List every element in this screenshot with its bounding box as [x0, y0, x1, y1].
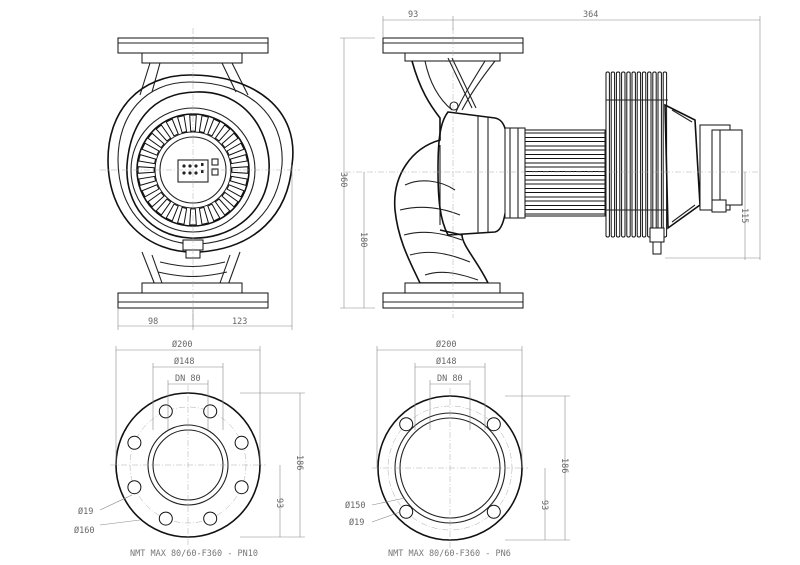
cooling-fin — [641, 71, 647, 238]
cooling-fin — [652, 71, 657, 238]
flange-pn10-view: Ø200 Ø148 DN 80 186 93 Ø19 Ø160 NMT MAX … — [74, 339, 305, 559]
pn6-dim-nominal: DN 80 — [437, 374, 463, 384]
front-fin — [231, 166, 249, 174]
front-fin — [207, 118, 221, 137]
front-fin — [226, 184, 245, 198]
front-fin — [226, 142, 245, 156]
front-fin — [165, 118, 179, 137]
bolt-hole — [158, 404, 173, 419]
front-fin — [176, 115, 188, 134]
pn10-dim-pitch: Ø160 — [74, 525, 94, 536]
bolt-hole — [203, 511, 218, 526]
side-cooling-fins — [605, 71, 668, 238]
front-fin — [214, 124, 231, 142]
side-motor-can — [437, 111, 509, 236]
dim-side-motor-axis: 115 — [739, 208, 749, 223]
front-fin — [176, 206, 188, 225]
dim-side-motor-length: 364 — [583, 10, 598, 20]
front-cooling-fins — [137, 114, 249, 226]
bolt-hole — [203, 404, 218, 419]
pn10-bolt-holes — [127, 404, 249, 526]
front-fin — [138, 153, 157, 165]
pn6-dim-hole: Ø19 — [349, 517, 364, 528]
bolt-hole — [158, 511, 173, 526]
pn6-dim-bolt-circle: Ø148 — [436, 356, 456, 367]
cooling-fin — [626, 71, 631, 238]
motor-rib — [524, 200, 606, 206]
flange-pn6-view: Ø200 Ø148 DN 80 186 93 Ø150 Ø19 NMT MAX … — [345, 339, 570, 559]
bolt-hole — [399, 504, 414, 519]
front-fin — [155, 124, 172, 142]
bolt-hole — [486, 504, 501, 519]
pn6-caption: NMT MAX 80/60-F360 - PN6 — [388, 549, 511, 559]
front-fin — [147, 132, 165, 149]
pn6-bolt-holes — [399, 417, 501, 519]
front-fin — [198, 206, 210, 225]
pn6-dim-half: 93 — [539, 500, 549, 510]
pn10-dim-hole: Ø19 — [78, 506, 93, 517]
bolt-hole — [399, 417, 414, 432]
front-fin — [147, 191, 165, 208]
cooling-fin — [610, 71, 616, 238]
bolt-hole — [234, 435, 249, 450]
front-motor-housing — [126, 91, 270, 239]
front-fin — [221, 132, 239, 149]
pn6-dim-outer: Ø200 — [436, 339, 456, 350]
pn6-dim-pitch: Ø150 — [345, 500, 365, 511]
front-fin — [229, 153, 248, 165]
front-fin — [138, 175, 157, 187]
front-fin — [214, 198, 231, 216]
side-electronics-box — [664, 103, 701, 230]
motor-rib — [524, 209, 606, 215]
pn10-dim-outer: Ø200 — [172, 339, 192, 350]
pn10-dim-bolt-circle: Ø148 — [174, 356, 194, 367]
dim-side-inlet: 93 — [408, 10, 418, 20]
bolt-hole — [486, 417, 501, 432]
pn10-dim-nominal: DN 80 — [175, 374, 201, 384]
side-motor-ribs — [524, 132, 606, 215]
bolt-hole — [234, 480, 249, 495]
front-view: 98 123 — [100, 28, 300, 330]
cooling-fin — [605, 71, 610, 238]
motor-rib — [524, 132, 606, 138]
dim-front-right: 123 — [232, 317, 247, 327]
pn6-dim-height: 186 — [559, 458, 569, 473]
front-fin — [189, 114, 197, 132]
side-pump-casing — [393, 60, 490, 284]
cooling-fin — [621, 71, 626, 238]
front-fin — [141, 184, 160, 198]
front-fin — [221, 191, 239, 208]
pn10-dim-height: 186 — [294, 455, 304, 470]
cooling-fin — [647, 71, 652, 238]
bolt-hole — [127, 435, 142, 450]
motor-rib — [524, 149, 606, 155]
motor-rib — [524, 166, 606, 172]
side-view: 93 364 360 180 115 — [338, 10, 761, 318]
pn10-caption: NMT MAX 80/60-F360 - PN10 — [130, 549, 258, 559]
pn10-dim-half: 93 — [274, 498, 284, 508]
cooling-fin — [615, 71, 621, 238]
front-fin — [165, 203, 179, 222]
motor-rib — [524, 192, 606, 198]
motor-rib — [524, 183, 606, 189]
motor-rib — [524, 158, 606, 164]
dim-side-axis-height: 180 — [358, 232, 368, 247]
front-fin — [155, 198, 172, 216]
motor-rib — [524, 141, 606, 147]
front-fin — [198, 115, 210, 134]
bolt-hole — [127, 480, 142, 495]
dim-side-total-height: 360 — [338, 172, 348, 187]
cooling-fin — [636, 71, 642, 238]
front-fin — [141, 142, 160, 156]
cooling-fin — [657, 71, 662, 238]
front-fin — [229, 175, 248, 187]
front-fin — [207, 203, 221, 222]
dim-front-left: 98 — [148, 317, 158, 327]
motor-rib — [524, 175, 606, 181]
cooling-fin — [631, 71, 636, 238]
